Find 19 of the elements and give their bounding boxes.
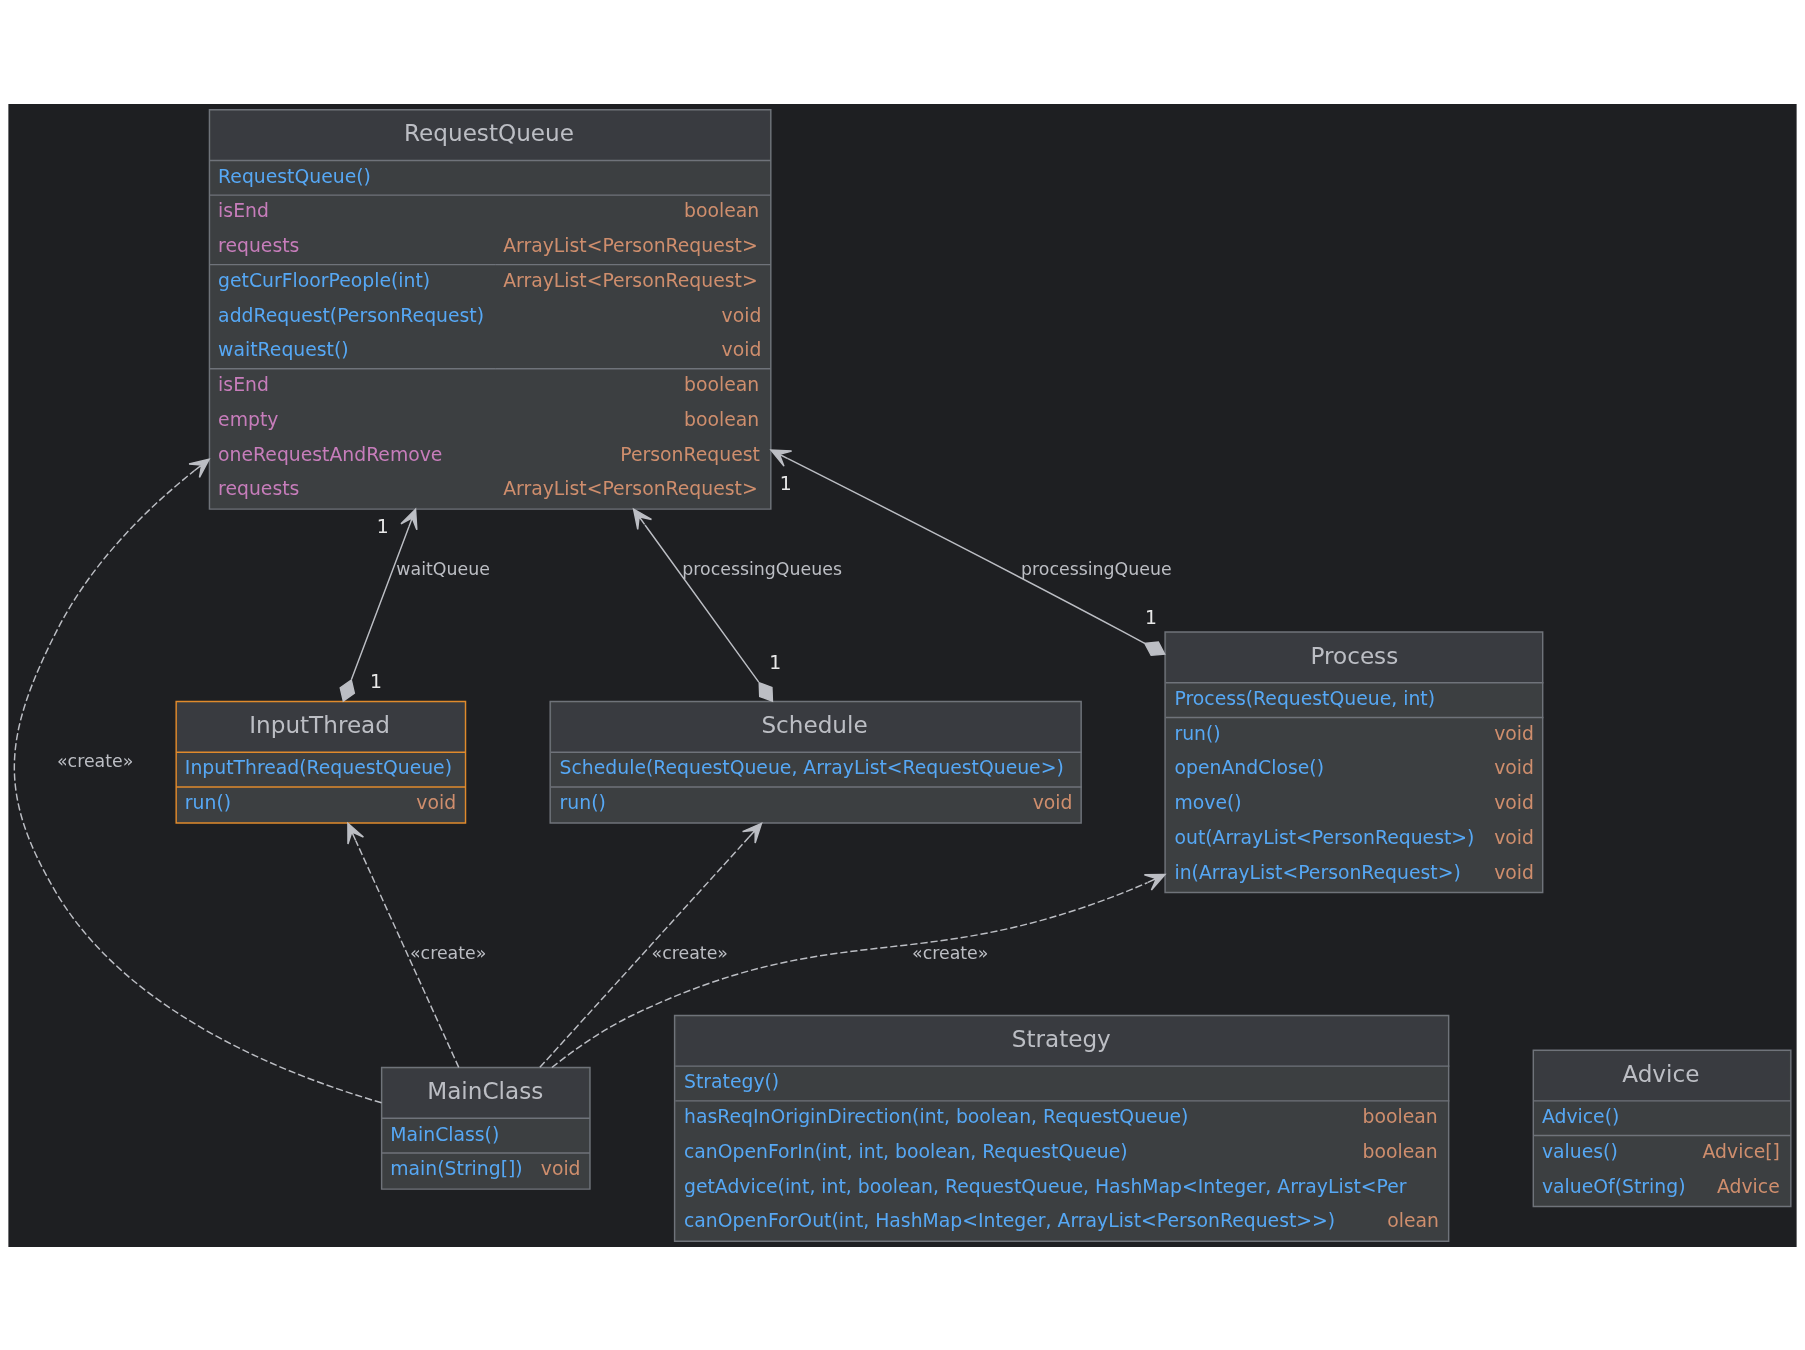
edge-label: processingQueue <box>1021 558 1172 579</box>
arrow <box>632 507 774 702</box>
edge-label: «create» <box>409 942 487 962</box>
arrow <box>347 822 460 1068</box>
arrow <box>551 873 1166 1068</box>
label: 1 <box>779 472 792 494</box>
label: 1 <box>376 515 389 537</box>
label: 1 <box>1144 606 1157 628</box>
arrow <box>13 458 383 1103</box>
arrow <box>539 822 763 1068</box>
arrow <box>339 507 418 702</box>
edge-label: «create» <box>912 942 989 962</box>
edge-label: processingQueues <box>682 558 842 579</box>
edge-label: «create» <box>56 750 134 771</box>
edge-label: «create» <box>651 942 728 962</box>
edge-label: waitQueue <box>396 558 490 579</box>
label: 1 <box>769 651 782 673</box>
arrow <box>770 448 1166 656</box>
label: 1 <box>370 670 383 692</box>
